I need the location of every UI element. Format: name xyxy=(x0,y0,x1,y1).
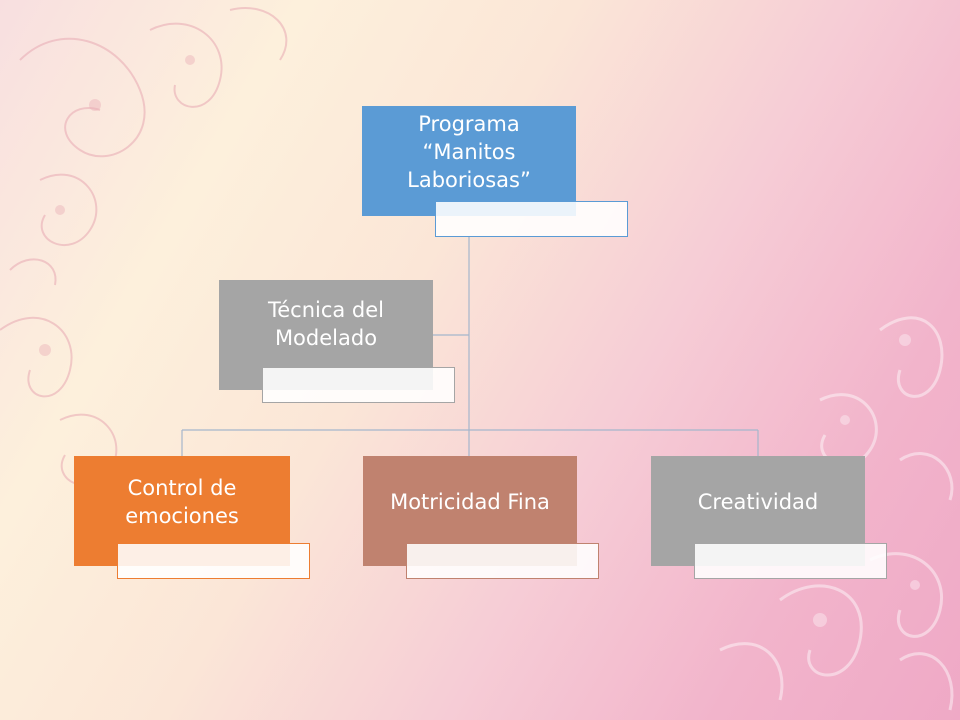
child-node-label: Motricidad Fina xyxy=(390,490,550,514)
child-node-text-tab xyxy=(694,543,887,579)
child-node-text-tab xyxy=(406,543,599,579)
root-node-text-tab xyxy=(435,201,628,237)
root-node-label: Programa “Manitos Laboriosas” xyxy=(407,112,531,192)
assistant-node-label: Técnica del Modelado xyxy=(267,298,385,350)
child-node-label: Creatividad xyxy=(697,490,819,514)
assistant-node-text-tab xyxy=(262,367,455,403)
child-node-text-tab xyxy=(117,543,310,579)
root-node[interactable]: Programa “Manitos Laboriosas” xyxy=(362,106,576,216)
child-node-label: Control de emociones xyxy=(125,476,239,528)
